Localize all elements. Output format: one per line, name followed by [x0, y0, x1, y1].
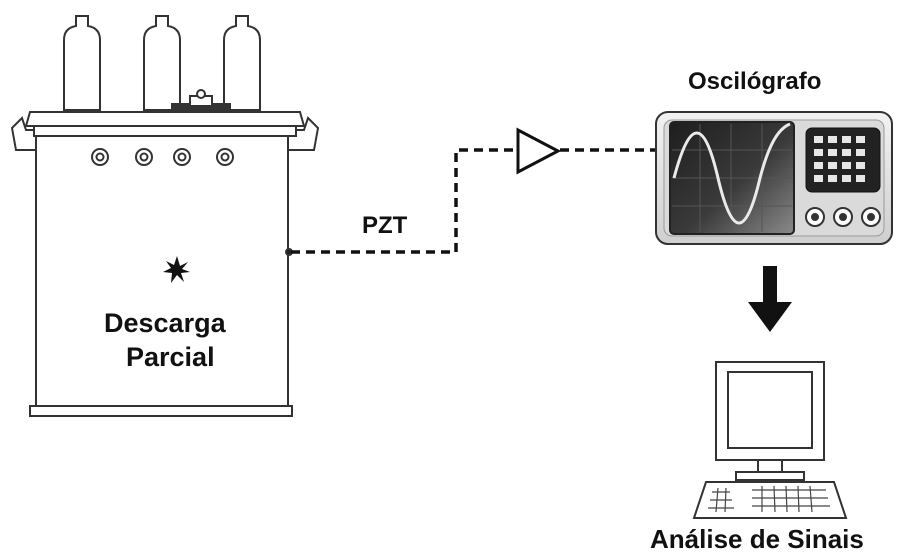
tank-knobs	[91, 148, 234, 166]
bushing-2	[143, 15, 181, 111]
right-hook	[288, 116, 320, 151]
transformer	[10, 15, 320, 417]
oscillograph-dials	[805, 207, 881, 227]
transformer-base	[29, 405, 293, 417]
oscillograph-device	[655, 111, 893, 245]
keyboard-icon	[692, 481, 848, 519]
transformer-lid	[24, 111, 306, 127]
discharge-label-line1: Descarga	[104, 308, 226, 338]
computer	[692, 361, 848, 519]
bushing-1	[63, 15, 101, 111]
left-hook	[10, 116, 40, 151]
monitor-icon	[715, 361, 825, 481]
pzt-label: PZT	[362, 212, 408, 239]
signal-cable	[291, 148, 658, 254]
oscillograph-screen	[669, 121, 795, 235]
oscillograph-label: Oscilógrafo	[688, 68, 822, 95]
down-arrow-icon	[748, 266, 792, 332]
amplifier-icon	[516, 127, 562, 175]
top-valve	[171, 89, 231, 113]
discharge-spark-icon	[163, 256, 190, 283]
bushing-3	[223, 15, 261, 111]
sine-trace	[672, 122, 791, 225]
discharge-label-line2: Parcial	[126, 342, 215, 372]
oscillograph-keypad	[805, 127, 881, 193]
signal-analysis-label: Análise de Sinais	[650, 524, 864, 554]
transformer-tank	[35, 135, 289, 407]
